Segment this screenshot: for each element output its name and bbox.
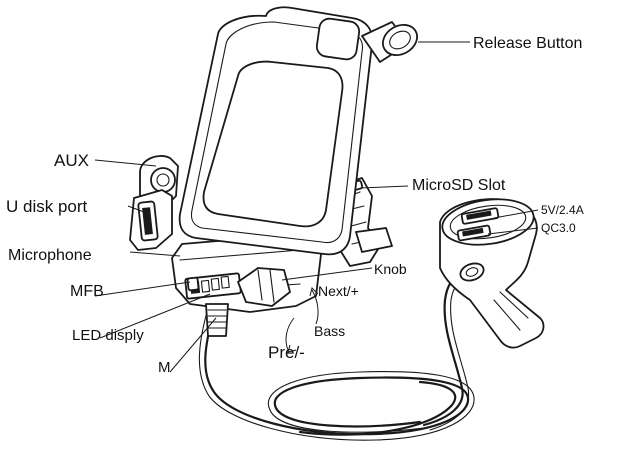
label-knob: Knob (374, 261, 407, 277)
holder-base (171, 233, 323, 337)
label-release-button: Release Button (473, 35, 582, 52)
side-ports (129, 155, 179, 251)
label-aux: AUX (54, 151, 89, 170)
label-qc30: QC3.0 (541, 221, 576, 235)
label-bass: Bass (314, 323, 345, 339)
label-5v: 5V/2.4A (541, 203, 584, 217)
label-microphone: Microphone (8, 247, 92, 264)
label-mfb: MFB (70, 283, 104, 300)
leader-lines (94, 41, 539, 373)
label-led-display: LED disply (72, 327, 144, 344)
coiled-cable (198, 272, 475, 441)
label-microsd-slot: MicroSD Slot (412, 177, 506, 194)
label-pre: Pre/- (268, 343, 305, 362)
label-m: M (158, 359, 171, 376)
labels: Release Button AUX U disk port MicroSD S… (6, 35, 584, 376)
release-button (361, 21, 418, 63)
phone (178, 6, 374, 256)
car-charger (439, 198, 545, 349)
label-u-disk-port: U disk port (6, 197, 88, 216)
label-next: Next/+ (318, 283, 359, 299)
